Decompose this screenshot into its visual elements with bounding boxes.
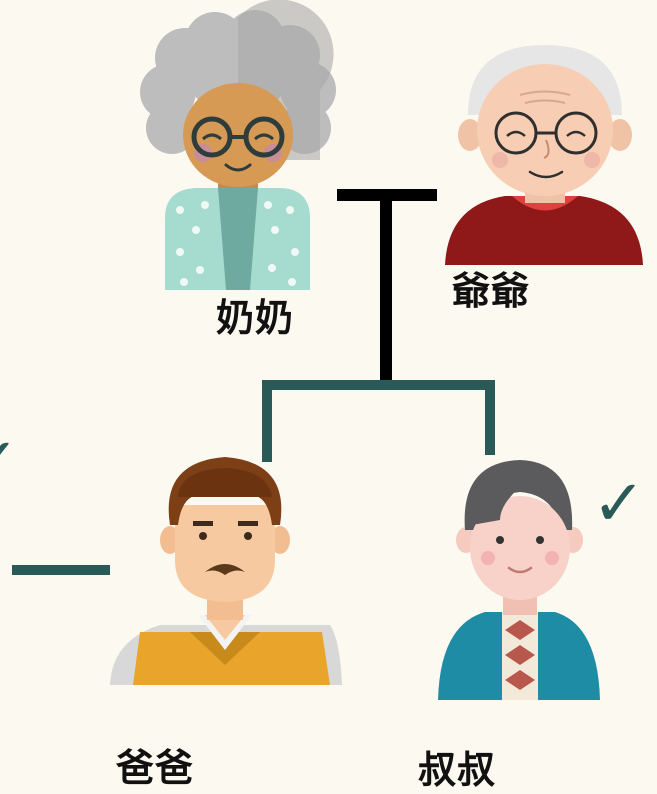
grandpa-figure [445, 45, 643, 265]
marriage-connector [337, 189, 437, 385]
children-connector [262, 380, 495, 462]
father-figure [110, 457, 342, 685]
father-label: 爸爸 [116, 746, 195, 790]
check-icon-partial: ✓ [0, 425, 20, 499]
uncle-figure [438, 460, 600, 700]
check-icon: ✓ [592, 467, 646, 541]
grandma-label: 奶奶 [216, 296, 295, 340]
grandma-figure [140, 0, 336, 290]
grandpa-label: 爺爺 [452, 269, 531, 313]
uncle-label: 叔叔 [418, 748, 497, 792]
